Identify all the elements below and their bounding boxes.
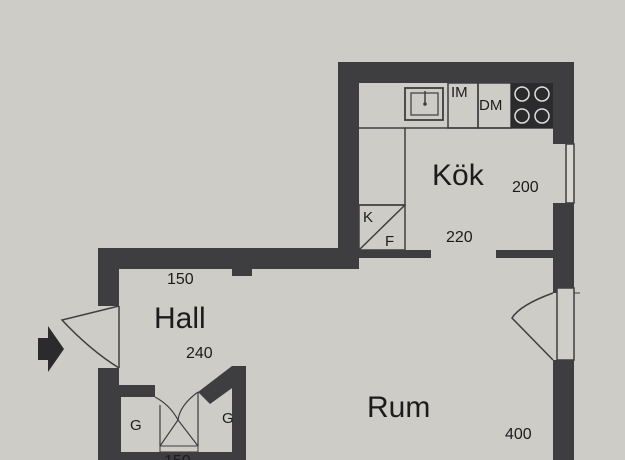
wall-closet-right-outer xyxy=(232,366,246,460)
wall-kitchen-top xyxy=(338,62,574,83)
appliance-label-dm: DM xyxy=(479,97,502,114)
entrance-arrow-icon xyxy=(38,326,64,372)
wall-bottom-strip xyxy=(121,452,232,460)
room-label-hall: Hall xyxy=(154,302,206,335)
closet-label-left: G xyxy=(130,417,142,434)
wall-partition-stub xyxy=(359,250,431,258)
sink-icon xyxy=(404,87,444,121)
wall-pillar xyxy=(232,248,252,276)
appliance-label-im: IM xyxy=(451,84,468,101)
dimension-hall-depth: 240 xyxy=(186,345,213,362)
window-kitchen xyxy=(565,143,575,204)
dimension-hall-width: 150 xyxy=(167,271,194,288)
appliance-label-k: K xyxy=(363,209,373,226)
closet-label-right: G xyxy=(222,410,234,427)
dimension-kitchen-depth: 220 xyxy=(446,229,473,246)
appliance-label-f: F xyxy=(385,233,394,250)
wall-closet-diagonal xyxy=(198,366,246,404)
stove-icon xyxy=(511,83,553,128)
dimension-kitchen-width: 200 xyxy=(512,179,539,196)
balcony-door xyxy=(511,292,554,361)
wall-hall-left-upper xyxy=(98,248,119,306)
fridge-freezer-divider xyxy=(358,204,406,251)
room-label-living: Rum xyxy=(367,391,430,424)
closet-door-left xyxy=(154,396,179,447)
balcony-door-frame xyxy=(556,287,575,361)
dimension-living-width: 400 xyxy=(505,426,532,443)
dimension-bottom-cut: 150 xyxy=(164,453,191,460)
wall-closet-top xyxy=(107,385,155,397)
wall-closet-left xyxy=(107,385,121,460)
wall-right-middle xyxy=(553,203,574,293)
fridge-freezer-box xyxy=(358,204,406,251)
wall-partition-kitchen-living xyxy=(496,250,553,258)
kitchen-counter xyxy=(359,127,406,206)
threshold xyxy=(159,445,199,453)
closet-door-right xyxy=(177,391,199,447)
wall-kitchen-right xyxy=(553,62,574,144)
room-label-kitchen: Kök xyxy=(432,159,485,192)
wall-kitchen-left xyxy=(338,62,359,269)
wall-right-lower xyxy=(553,360,574,460)
wall-hall-top xyxy=(98,248,359,269)
entrance-door xyxy=(60,305,120,369)
